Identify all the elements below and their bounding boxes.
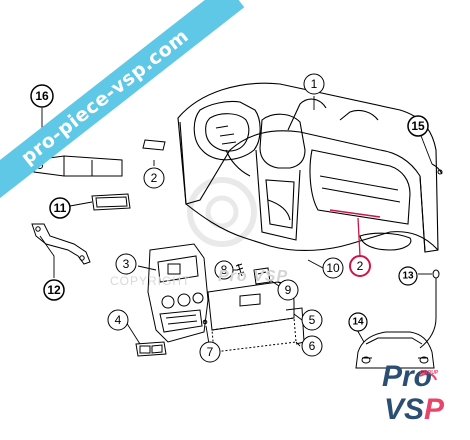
callout-9: 9 <box>277 279 299 301</box>
callout-label: 5 <box>309 313 316 327</box>
part-4-switch <box>135 341 167 357</box>
callout-label: 10 <box>326 261 340 275</box>
callout-10: 10 <box>322 257 344 279</box>
callout-5: 5 <box>301 309 323 331</box>
callout-3: 3 <box>115 253 137 275</box>
logo-swoosh-icon <box>419 372 437 381</box>
highlight-leader-line <box>357 217 361 257</box>
callout-4: 4 <box>107 309 129 331</box>
part-13-cable <box>419 269 440 349</box>
part-14-car-icon <box>355 331 435 369</box>
logo-badge: GROUP <box>420 370 439 376</box>
logo-word-pro: Pro <box>382 360 433 393</box>
callout-2-highlighted: 2 <box>349 255 371 277</box>
leader-lines <box>39 96 433 351</box>
dashboard-panel <box>177 82 439 253</box>
callout-1: 1 <box>303 73 325 95</box>
logo-word-vsp: VSP <box>384 395 444 425</box>
part-9-latch <box>253 267 271 285</box>
part-12-bracket <box>31 223 91 265</box>
callout-label: 2 <box>357 259 364 273</box>
callout-16: 16 <box>30 84 54 108</box>
callout-8: 8 <box>214 260 234 280</box>
callout-15: 15 <box>407 115 429 137</box>
callout-12: 12 <box>43 279 65 301</box>
callout-label: 13 <box>402 271 414 282</box>
callout-label: 9 <box>285 283 292 297</box>
part-15-pin <box>431 163 443 175</box>
highlight-part-2-strip <box>329 209 381 218</box>
callout-7: 7 <box>199 341 221 363</box>
part-7-clip <box>202 319 208 325</box>
callout-label: 11 <box>54 201 67 215</box>
copyright-watermark-icon <box>187 177 257 247</box>
callout-label: 6 <box>309 339 316 353</box>
copyright-watermark-text: COPYRIGHT <box>110 274 191 288</box>
callout-label: 4 <box>115 313 122 327</box>
part-6-glove-box-bin <box>211 307 305 353</box>
callout-label: 16 <box>35 89 49 103</box>
callout-label: 12 <box>47 283 61 297</box>
part-3-center-console <box>147 243 209 343</box>
callout-label: 2 <box>151 171 158 185</box>
callout-11: 11 <box>49 197 71 219</box>
faint-brand-watermark: Pro VSP <box>218 268 289 285</box>
logo-word-p: P <box>424 393 445 426</box>
callout-13: 13 <box>398 266 418 286</box>
callout-label: 14 <box>352 317 364 328</box>
callout-label: 8 <box>221 263 228 277</box>
callout-14: 14 <box>348 312 368 332</box>
part-2-trim-strip <box>142 139 166 151</box>
callout-label: 3 <box>123 257 130 271</box>
callout-6: 6 <box>301 335 323 357</box>
callout-label: 7 <box>207 345 214 359</box>
logo-word-vs: VS <box>384 393 425 426</box>
callout-2-left: 2 <box>143 167 165 189</box>
callout-label: 15 <box>411 119 425 133</box>
callout-label: 1 <box>311 77 318 91</box>
part-11-bezel <box>91 193 131 211</box>
